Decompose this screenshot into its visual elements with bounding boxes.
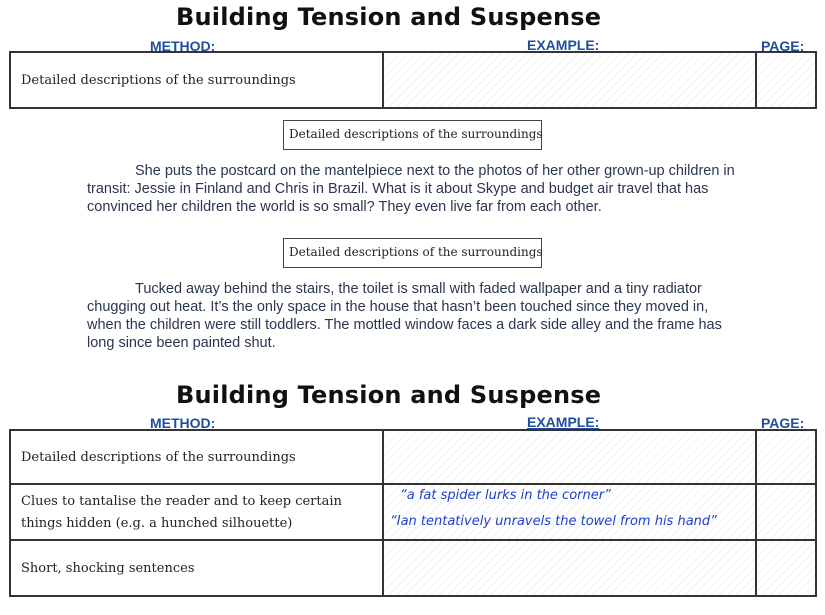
- page-cell-2b[interactable]: [755, 483, 817, 541]
- page-title-1: Building Tension and Suspense: [176, 3, 602, 31]
- method-header-2: METHOD:: [150, 415, 216, 431]
- page-cell-2a[interactable]: [755, 429, 817, 485]
- method-cell-2a: Detailed descriptions of the surrounding…: [9, 429, 384, 485]
- example-cell-1[interactable]: [382, 51, 757, 109]
- method-cell-2b: Clues to tantalise the reader and to kee…: [9, 483, 384, 541]
- example-quote-1: “a fat spider lurks in the corner”: [400, 488, 611, 503]
- method-header-1: METHOD:: [150, 38, 216, 54]
- extract-paragraph-1: She puts the postcard on the mantelpiece…: [87, 163, 735, 215]
- page-title-2: Building Tension and Suspense: [176, 381, 602, 409]
- page-header-2: PAGE:: [761, 415, 805, 431]
- technique-label-1: Detailed descriptions of the surrounding…: [283, 120, 543, 150]
- page-header-1: PAGE:: [761, 38, 805, 54]
- method-text-2a: Detailed descriptions of the surrounding…: [21, 450, 296, 465]
- method-cell-2c: Short, shocking sentences: [9, 539, 384, 597]
- extract-paragraph-2: Tucked away behind the stairs, the toile…: [87, 281, 722, 351]
- page-cell-1[interactable]: [755, 51, 817, 109]
- method-cell-1: Detailed descriptions of the surrounding…: [9, 51, 384, 109]
- example-cell-2c[interactable]: [382, 539, 757, 597]
- method-text-2b-line1: Clues to tantalise the reader and to kee…: [21, 494, 342, 509]
- method-text-1: Detailed descriptions of the surrounding…: [21, 73, 296, 88]
- example-cell-2a[interactable]: [382, 429, 757, 485]
- method-text-2c: Short, shocking sentences: [21, 561, 195, 576]
- example-header-1: EXAMPLE:: [527, 37, 600, 53]
- example-header-2: EXAMPLE:: [527, 414, 600, 430]
- technique-label-2: Detailed descriptions of the surrounding…: [283, 238, 543, 268]
- page-cell-2c[interactable]: [755, 539, 817, 597]
- example-quote-2: “Ian tentatively unravels the towel from…: [390, 514, 717, 529]
- method-text-2b-line2: things hidden (e.g. a hunched silhouette…: [21, 516, 293, 531]
